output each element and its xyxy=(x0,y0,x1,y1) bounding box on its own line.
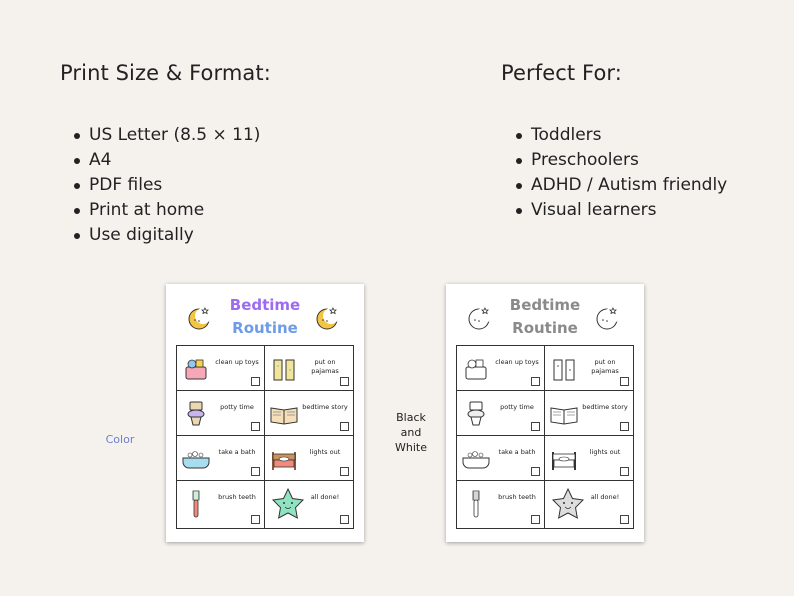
title-line: Bedtime xyxy=(229,296,301,314)
task-label: lights out xyxy=(589,448,621,456)
task-grid: clean up toys put on pajamas potty time … xyxy=(456,345,634,529)
task-label: clean up toys xyxy=(215,358,259,366)
task-cell-clean-up-toys: clean up toys xyxy=(177,346,265,391)
task-label: put on pajamas xyxy=(311,358,339,375)
task-label: take a bath xyxy=(218,448,256,456)
black-and-white-chart-preview: Bedtime Routine clean up toys put on paj… xyxy=(446,284,644,542)
toothbrush-icon xyxy=(181,489,211,519)
task-label: bedtime story xyxy=(302,403,348,411)
list-item: PDF files xyxy=(72,173,260,198)
task-checkbox[interactable] xyxy=(340,377,349,386)
task-label: brush teeth xyxy=(498,493,536,501)
task-cell-bedtime-story: bedtime story xyxy=(265,391,353,436)
task-label: all done! xyxy=(310,493,340,501)
task-cell-put-on-pajamas: put on pajamas xyxy=(265,346,353,391)
task-checkbox[interactable] xyxy=(251,377,260,386)
moon-icon xyxy=(466,304,494,332)
title-line: Bedtime xyxy=(509,296,581,314)
pajamas-icon xyxy=(549,354,579,384)
book-icon xyxy=(269,399,299,429)
task-cell-take-a-bath: take a bath xyxy=(177,436,265,481)
title-line: Routine xyxy=(232,319,298,337)
task-checkbox[interactable] xyxy=(531,377,540,386)
task-label: lights out xyxy=(309,448,341,456)
task-checkbox[interactable] xyxy=(531,467,540,476)
book-icon xyxy=(549,399,579,429)
task-label: all done! xyxy=(590,493,620,501)
toy-bin-icon xyxy=(461,354,491,384)
task-checkbox[interactable] xyxy=(531,515,540,524)
star-icon xyxy=(271,487,305,519)
list-item: Print at home xyxy=(72,198,260,223)
toilet-icon xyxy=(181,399,211,429)
task-checkbox[interactable] xyxy=(251,515,260,524)
label-line: Black xyxy=(396,411,426,424)
task-checkbox[interactable] xyxy=(531,422,540,431)
list-item: A4 xyxy=(72,148,260,173)
color-chart-preview: Bedtime Routine clean up toys put on paj… xyxy=(166,284,364,542)
print-format-list: US Letter (8.5 × 11) A4 PDF files Print … xyxy=(72,123,260,248)
task-checkbox[interactable] xyxy=(620,515,629,524)
task-cell-lights-out: lights out xyxy=(265,436,353,481)
task-checkbox[interactable] xyxy=(340,515,349,524)
task-grid: clean up toys put on pajamas potty time … xyxy=(176,345,354,529)
chart-title: Bedtime Routine xyxy=(216,294,314,340)
task-cell-potty-time: potty time xyxy=(457,391,545,436)
pajamas-icon xyxy=(269,354,299,384)
toothbrush-icon xyxy=(461,489,491,519)
moon-icon xyxy=(594,304,622,332)
perfect-for-list: Toddlers Preschoolers ADHD / Autism frie… xyxy=(514,123,727,223)
task-cell-brush-teeth: brush teeth xyxy=(457,481,545,528)
task-label: take a bath xyxy=(498,448,536,456)
task-checkbox[interactable] xyxy=(251,467,260,476)
list-item: Toddlers xyxy=(514,123,727,148)
task-checkbox[interactable] xyxy=(620,377,629,386)
chart-title: Bedtime Routine xyxy=(496,294,594,340)
task-label: clean up toys xyxy=(495,358,539,366)
task-cell-all-done: all done! xyxy=(265,481,353,528)
task-checkbox[interactable] xyxy=(620,422,629,431)
star-icon xyxy=(551,487,585,519)
moon-icon xyxy=(186,304,214,332)
task-cell-brush-teeth: brush teeth xyxy=(177,481,265,528)
task-checkbox[interactable] xyxy=(340,422,349,431)
task-cell-potty-time: potty time xyxy=(177,391,265,436)
task-checkbox[interactable] xyxy=(620,467,629,476)
print-size-heading: Print Size & Format: xyxy=(60,61,271,85)
black-and-white-label: Black and White xyxy=(386,410,436,455)
task-cell-clean-up-toys: clean up toys xyxy=(457,346,545,391)
task-cell-take-a-bath: take a bath xyxy=(457,436,545,481)
color-label: Color xyxy=(105,433,135,446)
task-cell-put-on-pajamas: put on pajamas xyxy=(545,346,633,391)
perfect-for-heading: Perfect For: xyxy=(501,61,622,85)
task-label: potty time xyxy=(500,403,534,411)
task-label: brush teeth xyxy=(218,493,256,501)
list-item: Visual learners xyxy=(514,198,727,223)
label-line: White xyxy=(395,441,427,454)
task-label: potty time xyxy=(220,403,254,411)
moon-icon xyxy=(314,304,342,332)
list-item: ADHD / Autism friendly xyxy=(514,173,727,198)
list-item: US Letter (8.5 × 11) xyxy=(72,123,260,148)
toilet-icon xyxy=(461,399,491,429)
label-line: and xyxy=(400,426,422,439)
list-item: Preschoolers xyxy=(514,148,727,173)
task-cell-all-done: all done! xyxy=(545,481,633,528)
task-checkbox[interactable] xyxy=(340,467,349,476)
title-line: Routine xyxy=(512,319,578,337)
toy-bin-icon xyxy=(181,354,211,384)
bathtub-icon xyxy=(181,444,211,474)
bed-icon xyxy=(549,444,579,474)
task-cell-lights-out: lights out xyxy=(545,436,633,481)
bathtub-icon xyxy=(461,444,491,474)
list-item: Use digitally xyxy=(72,223,260,248)
task-label: bedtime story xyxy=(582,403,628,411)
task-cell-bedtime-story: bedtime story xyxy=(545,391,633,436)
bed-icon xyxy=(269,444,299,474)
task-checkbox[interactable] xyxy=(251,422,260,431)
task-label: put on pajamas xyxy=(591,358,619,375)
